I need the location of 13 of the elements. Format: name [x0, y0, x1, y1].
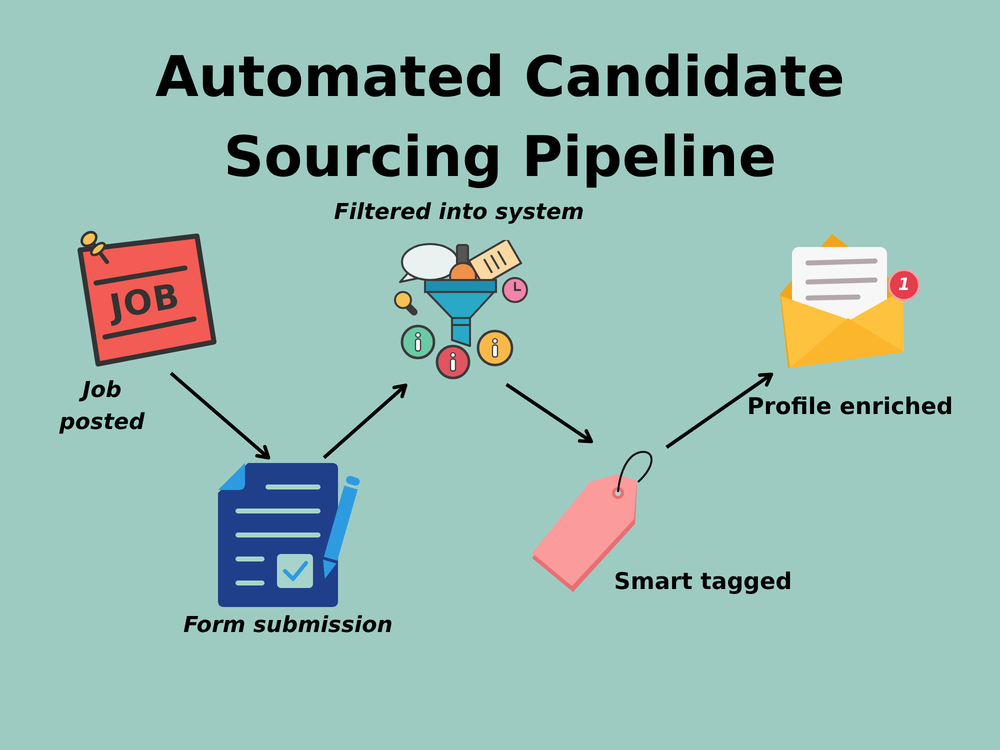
arrow — [170, 372, 270, 460]
step-caption: Job posted — [59, 377, 145, 437]
step-caption: Profile enriched — [747, 393, 953, 422]
title: Automated Candidate Sourcing Pipeline — [154, 44, 846, 192]
form-document-drawing — [218, 463, 363, 607]
step-caption: Smart tagged — [614, 568, 792, 597]
arrow — [322, 384, 408, 459]
step-caption: Form submission — [183, 612, 393, 640]
arrow — [666, 372, 774, 449]
notification-badge: 1 — [888, 269, 920, 301]
arrow — [505, 383, 594, 444]
step-caption: Filtered into system — [334, 199, 584, 227]
note-title: JOB — [107, 279, 183, 325]
